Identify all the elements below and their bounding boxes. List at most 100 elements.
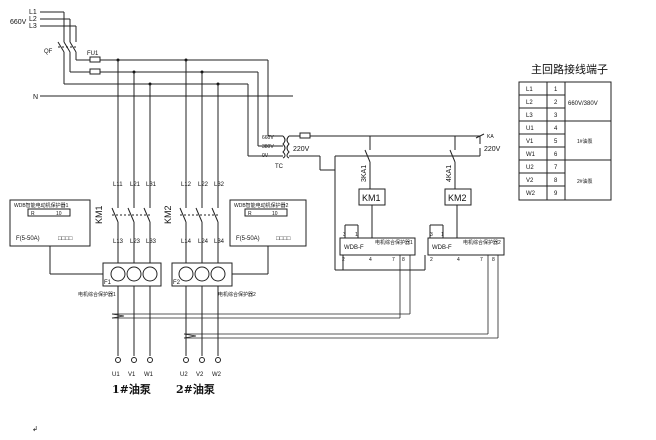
term-u2: U2	[180, 372, 188, 378]
label-n: N	[33, 94, 38, 101]
tt-row-num: 9	[554, 191, 558, 197]
supply-lines	[40, 11, 77, 42]
protector1-pin1: 1	[355, 232, 358, 238]
tt-row-num: 6	[554, 152, 558, 158]
term-w2: W2	[212, 372, 222, 378]
label-l1: L1	[29, 9, 37, 16]
tt-row-label: W2	[526, 191, 536, 197]
monitor2-r-label: R	[248, 211, 252, 217]
monitor2-r-value: 10	[272, 211, 278, 217]
tt-row-num: 1	[554, 87, 558, 93]
wire-l14: L14	[181, 239, 192, 245]
protector1-pin7: 7	[392, 257, 395, 263]
tc-label: TC	[275, 164, 284, 170]
protector2-pin2: 2	[430, 257, 433, 263]
monitor2-range: F(5-50A)	[236, 236, 260, 242]
tc-out: 220V	[293, 146, 310, 153]
tt-row-label: W1	[526, 152, 536, 158]
term-v1: V1	[128, 372, 136, 378]
label-qf: QF	[44, 49, 53, 55]
pump1-name: 1#油泵	[112, 382, 151, 396]
wire-l23: L23	[130, 239, 141, 245]
wire-l32: L32	[214, 182, 225, 188]
label-l2: L2	[29, 16, 37, 23]
wire-l34: L34	[214, 239, 225, 245]
tt-row-num: 7	[554, 165, 558, 171]
current-sensor-1	[102, 262, 162, 356]
protector2-pin1: 1	[441, 232, 444, 238]
monitor1-r-value: 10	[56, 211, 62, 217]
protector-module-2	[427, 237, 505, 256]
monitor-box-2	[229, 199, 307, 275]
monitor2-title: WDB智能电动机保护器2	[234, 202, 289, 209]
tt-row-num: 2	[554, 100, 558, 106]
feeder-lines	[117, 60, 219, 208]
protector2-pin4: 4	[457, 257, 460, 263]
breaker-qf	[57, 41, 77, 84]
tt-group-pump1: 1#油泵	[577, 138, 593, 145]
protector2-model: WDB-F	[432, 245, 452, 251]
tt-row-num: 5	[554, 139, 558, 145]
wire-l24: L24	[198, 239, 209, 245]
protector1-pin4: 4	[369, 257, 372, 263]
protector2-pin8: 8	[492, 257, 495, 263]
wire-l21: L21	[130, 182, 141, 188]
sensor1-label: F1	[104, 280, 112, 286]
coil-km2: KM2	[448, 193, 467, 203]
control-circuit	[319, 133, 485, 271]
protector2-title: 电机综合保护器2	[463, 239, 501, 246]
motor-terminals	[115, 357, 221, 363]
protector-module-1	[339, 237, 416, 256]
terminal-table-title: 主回路接线端子	[531, 62, 608, 76]
right-220v: 220V	[484, 146, 501, 153]
ct2-caption: 电机综合保护器2	[218, 291, 256, 298]
tt-group-voltage: 660V/380V	[568, 101, 598, 107]
tc-in3: 0V	[262, 153, 269, 159]
terminal-table-rows: L1 1 L2 2 L3 3 U1 4 V1 5 W1 6 U2 7 V2 8 …	[526, 87, 558, 197]
tt-row-label: V1	[526, 139, 534, 145]
tt-row-label: U1	[526, 126, 534, 132]
protector1-pin2: 2	[342, 257, 345, 263]
terminal-table	[518, 81, 612, 201]
relay-3ka1: 3KA1	[361, 165, 368, 182]
protector1-title: 电机综合保护器1	[375, 239, 413, 246]
label-km1: KM1	[94, 205, 104, 224]
contactor-km1	[111, 207, 151, 265]
wire-l31: L31	[146, 182, 157, 188]
monitor1-squares: □□□□	[58, 236, 73, 242]
protector1-pin8: 8	[402, 257, 405, 263]
monitor-box-1	[9, 199, 103, 275]
bus-lines	[40, 56, 293, 97]
protector2-pin7: 7	[480, 257, 483, 263]
tt-row-label: L1	[526, 87, 533, 93]
monitor1-title: WDB智能电动机保护器1	[14, 202, 69, 209]
term-v2: V2	[196, 372, 204, 378]
protector1-model: WDB-F	[344, 245, 364, 251]
monitor1-r-label: R	[31, 211, 35, 217]
tc-in1: 660V	[262, 135, 274, 141]
wire-l33: L33	[146, 239, 157, 245]
label-km2: KM2	[163, 205, 173, 224]
tt-row-label: L2	[526, 100, 533, 106]
signal-cables	[111, 255, 499, 339]
tt-row-label: L3	[526, 113, 533, 119]
ct1-caption: 电机综合保护器1	[78, 291, 116, 298]
tt-row-num: 8	[554, 178, 558, 184]
tt-group-pump2: 2#油泵	[577, 178, 593, 185]
pump2-name: 2#油泵	[176, 382, 215, 396]
coil-km1: KM1	[362, 193, 381, 203]
tt-row-label: U2	[526, 165, 534, 171]
wire-l13: L13	[113, 239, 124, 245]
wire-l22: L22	[198, 182, 209, 188]
monitor2-squares: □□□□	[276, 236, 291, 242]
tc-in2: 380V	[262, 144, 274, 150]
label-l3: L3	[29, 23, 37, 30]
monitor1-range: F(5-50A)	[16, 236, 40, 242]
relay-4ka1: 4KA1	[446, 165, 453, 182]
contactor-km2	[179, 207, 219, 265]
control-transformer	[247, 60, 480, 159]
protector2-pin3: 3	[430, 232, 433, 238]
term-u1: U1	[112, 372, 120, 378]
tt-row-num: 3	[554, 113, 558, 119]
